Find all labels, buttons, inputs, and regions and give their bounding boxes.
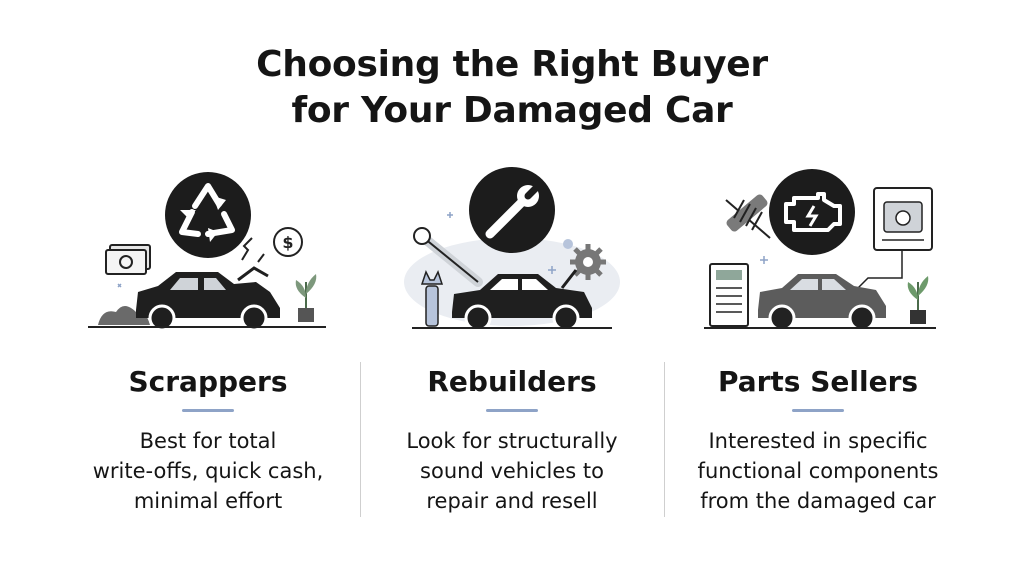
title-underline [792,409,844,412]
column-scrappers: $ Scrappers Best for total write-offs, q… [58,160,358,540]
desc-line: sound vehicles to [420,459,604,483]
column-title-scrappers: Scrappers [128,365,288,398]
column-desc-rebuilders: Look for structurally sound vehicles to … [362,426,662,516]
check-engine-icon [769,169,855,255]
wrench-icon [469,167,555,253]
gear-icon [570,244,606,280]
page-title: Choosing the Right Buyer for Your Damage… [0,42,1024,134]
desc-line: minimal effort [133,489,283,513]
desc-line: Interested in specific [708,429,928,453]
engine-diagram-icon [857,187,933,289]
desc-line: functional components [697,459,939,483]
column-rebuilders: Rebuilders Look for structurally sound v… [362,160,662,540]
plant-icon [295,274,317,322]
column-divider [664,362,665,517]
desc-line: Best for total [139,429,277,453]
title-underline [486,409,538,412]
title-line-1: Choosing the Right Buyer [256,44,768,85]
recycle-icon [165,172,251,258]
scrappers-illustration: $ [88,172,326,332]
title-underline [182,409,234,412]
column-desc-scrappers: Best for total write-offs, quick cash, m… [58,426,358,516]
column-title-rebuilders: Rebuilders [427,365,597,398]
column-desc-parts-sellers: Interested in specific functional compon… [668,426,968,516]
scan-tool-icon [709,263,749,327]
car-icon [452,269,592,332]
plant-icon [907,276,929,324]
spanner-icon [420,270,444,327]
large-wrench-icon [413,227,483,287]
cash-icon [105,244,151,275]
svg-text:$: $ [282,233,293,252]
column-divider [360,362,361,517]
rebuilders-illustration [404,167,620,332]
desc-line: repair and resell [426,489,598,513]
desc-line: from the damaged car [700,489,936,513]
car-icon [758,274,886,332]
title-line-2: for Your Damaged Car [291,90,733,131]
column-parts-sellers: Parts Sellers Interested in specific fun… [668,160,968,540]
spring-icon [725,194,771,239]
desc-line: write-offs, quick cash, [92,459,324,483]
column-title-parts-sellers: Parts Sellers [717,365,919,398]
dollar-coin-icon: $ [273,227,303,257]
parts-sellers-illustration [704,169,936,332]
wrecked-car-icon [136,237,280,332]
debris-pile [98,306,150,325]
desc-line: Look for structurally [406,429,618,453]
